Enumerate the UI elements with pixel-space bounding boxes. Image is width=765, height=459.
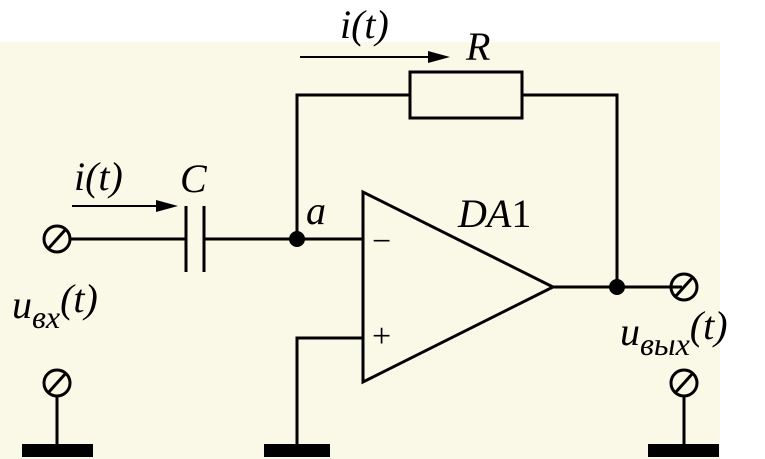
output-voltage-subscript: вых: [640, 326, 690, 362]
junction-dot-icon: [289, 231, 305, 247]
terminal-icon: [42, 368, 72, 398]
input-voltage-arg: (t): [60, 276, 98, 321]
opamp-plus-sign: +: [372, 318, 391, 355]
ground-icon: [22, 444, 93, 457]
arrow-icon: [72, 200, 178, 212]
terminal-icon: [42, 224, 72, 254]
output-voltage-main: u: [620, 309, 640, 354]
resistor-r: [408, 70, 524, 120]
feedback-wire: [295, 93, 619, 286]
node-a-label: a: [306, 188, 326, 233]
current-label-top: i(t): [340, 2, 389, 47]
noninverting-input-wire: [295, 336, 363, 447]
diagram-background: [0, 42, 720, 459]
arrow-icon: [300, 51, 450, 63]
opamp-name: DA: [457, 191, 512, 236]
current-label-left: i(t): [74, 154, 123, 199]
opamp-triangle: [361, 189, 557, 385]
ground-icon: [264, 444, 330, 457]
opamp-label: DA1: [457, 191, 531, 236]
input-voltage-main: u: [12, 282, 32, 327]
terminal-icon: [669, 272, 699, 302]
terminal-icon: [669, 368, 699, 398]
junction-dot-icon: [609, 279, 625, 295]
opamp-minus-sign: −: [372, 223, 391, 260]
input-voltage-subscript: вх: [32, 299, 60, 335]
capacitor-label: C: [180, 156, 208, 201]
resistor-label: R: [465, 24, 490, 69]
input-voltage-label: uвх(t): [12, 276, 98, 335]
opamp-index: 1: [511, 191, 531, 236]
output-voltage-label: uвых(t): [620, 303, 728, 362]
output-voltage-arg: (t): [690, 303, 728, 348]
ground-icon: [648, 444, 719, 457]
